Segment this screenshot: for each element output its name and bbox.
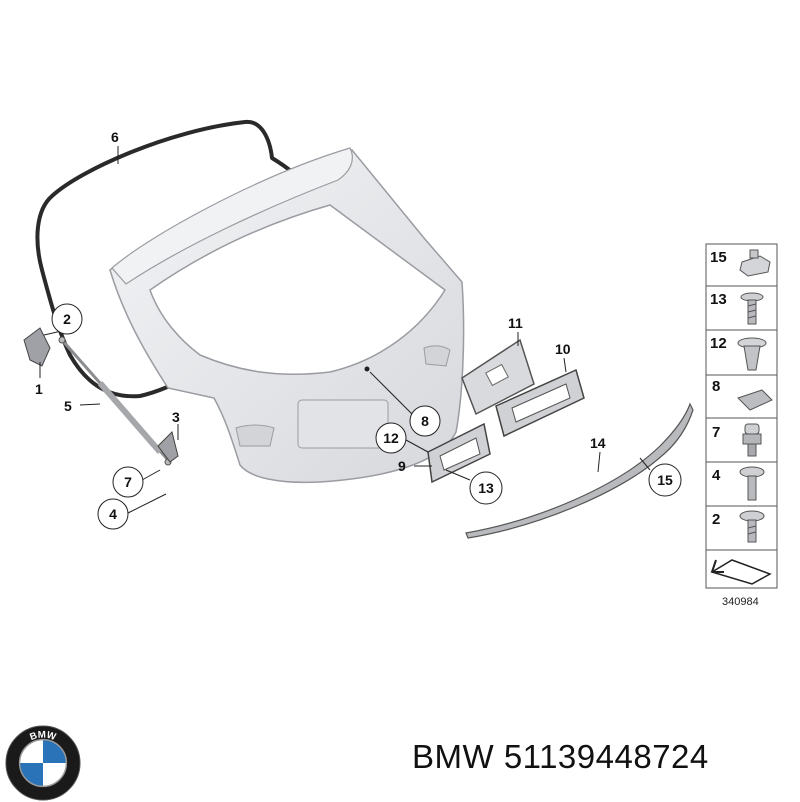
callout-1: 1 (35, 381, 43, 397)
part-number-caption: BMW 51139448724 (412, 738, 709, 775)
callout-circle-12: 12 (375, 422, 407, 454)
torx-screw-icon (739, 510, 765, 543)
plug-cap-icon (737, 389, 773, 411)
callout-8: 8 (421, 413, 429, 429)
trim-strip (465, 402, 694, 539)
legend-label-12: 12 (710, 335, 727, 352)
callout-2: 2 (63, 311, 71, 327)
license-plate-lamp-right (495, 368, 585, 438)
callout-13: 13 (478, 480, 494, 496)
callout-circle-7: 7 (112, 466, 144, 498)
gas-strut (58, 336, 172, 466)
strut-bracket-upper (23, 327, 51, 367)
callout-circle-2: 2 (51, 303, 83, 335)
legend-label-2: 2 (712, 511, 720, 528)
callout-7: 7 (124, 474, 132, 490)
bmw-roundel-icon: BMW (5, 725, 81, 801)
legend-label-13: 13 (710, 291, 727, 308)
legend-label-8: 8 (712, 378, 720, 395)
callout-circle-8: 8 (409, 405, 441, 437)
callout-circle-15: 15 (648, 463, 682, 497)
catalog-number: 340984 (722, 596, 759, 608)
bolt-icon (739, 466, 765, 501)
legend-label-4: 4 (712, 467, 721, 484)
parts-legend: 15 13 12 8 7 (705, 243, 778, 589)
screw-icon (740, 292, 764, 325)
callout-6: 6 (111, 129, 119, 145)
callout-12: 12 (383, 430, 399, 446)
callout-10: 10 (555, 341, 571, 357)
expanding-clip-icon (737, 337, 767, 371)
callout-4: 4 (109, 506, 117, 522)
callout-15: 15 (657, 472, 673, 488)
license-plate-lamp-left (427, 422, 491, 484)
callout-5: 5 (64, 398, 72, 414)
callout-circle-13: 13 (469, 471, 503, 505)
ball-stud-icon (742, 423, 762, 457)
legend-label-7: 7 (712, 424, 720, 441)
leader-lines (39, 146, 651, 514)
rivet-nut-icon (739, 249, 771, 277)
callout-11: 11 (508, 315, 523, 331)
callout-9: 9 (398, 458, 406, 474)
bmw-logo-letters: BMW (28, 730, 57, 744)
tailgate-door (109, 147, 465, 484)
direction-arrow-icon (710, 559, 772, 585)
legend-label-15: 15 (710, 249, 727, 266)
callout-3: 3 (172, 409, 180, 425)
callout-14: 14 (590, 435, 606, 451)
callout-circle-4: 4 (97, 498, 129, 530)
strut-bracket-lower (157, 431, 179, 463)
